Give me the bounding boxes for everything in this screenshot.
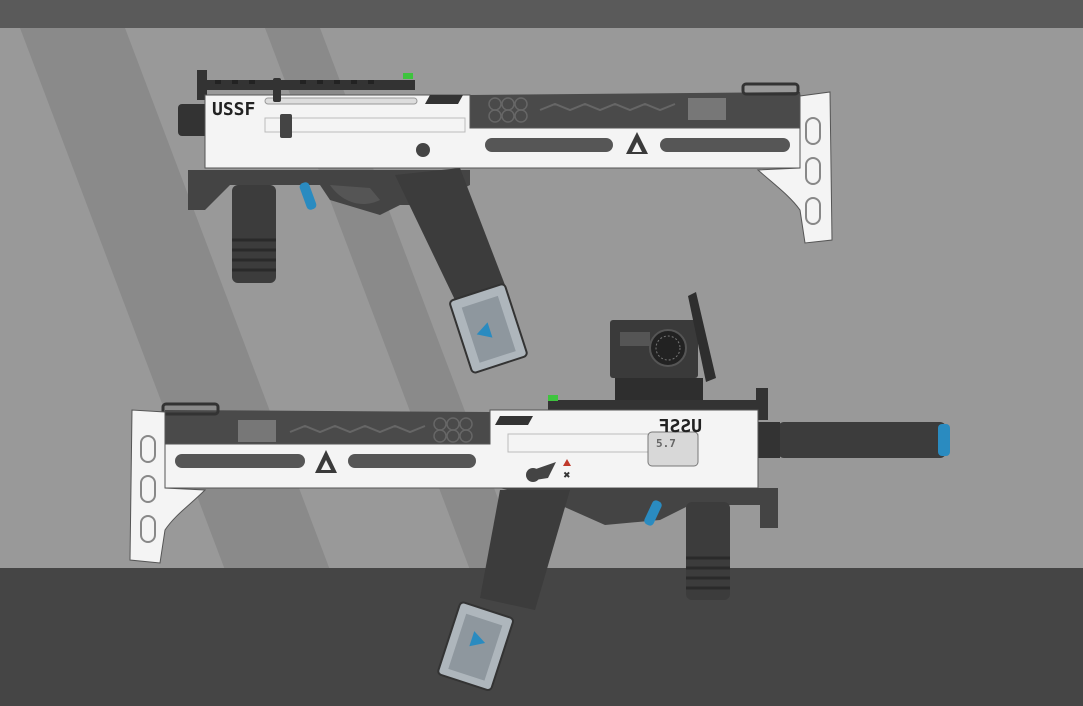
pistol-grip (395, 168, 505, 300)
pin (416, 143, 430, 157)
charging-handle (273, 78, 281, 102)
magazine-top (449, 283, 528, 374)
slot-1 (485, 138, 613, 152)
magazine-bottom (437, 601, 514, 692)
stamp-top: USSF (212, 99, 255, 120)
rear-sight (741, 82, 800, 96)
fire-indicator (563, 459, 571, 466)
muzzle (178, 104, 208, 136)
vertical-grip (232, 185, 276, 283)
front-sight-post-bottom (756, 388, 768, 420)
trigger-guard (330, 185, 380, 205)
stamp-bottom: USSF (659, 416, 702, 437)
ammo-plate (647, 431, 699, 467)
hazard-stripes-bottom (495, 416, 533, 425)
suppressor-cap (938, 424, 950, 456)
weapon-top: USSF (178, 70, 833, 374)
stock (756, 91, 833, 244)
floor (0, 568, 1083, 706)
weapon-bottom: 5.7 USSF ✖ (129, 292, 950, 692)
suppressor (778, 422, 946, 458)
ejection-port (688, 98, 726, 120)
ammo-marking: 5.7 (656, 437, 676, 450)
front-sight-green-bottom (548, 395, 558, 401)
top-rail-bottom (548, 400, 758, 412)
vertical-grip-bottom (686, 502, 730, 600)
lower-frame-bottom (500, 488, 778, 528)
red-dot-optic (610, 292, 716, 408)
stock-bottom (129, 409, 207, 564)
mag-release-blue-bottom (644, 500, 662, 526)
pistol-grip-bottom (480, 490, 570, 610)
slot-2 (660, 138, 790, 152)
svg-text:✖: ✖ (563, 471, 571, 481)
hazard-stripes (425, 95, 463, 104)
bolt-release (280, 114, 292, 138)
top-rail (205, 80, 415, 90)
top-band (0, 0, 1083, 28)
front-sight-green (403, 73, 413, 79)
mag-release-blue (299, 182, 317, 210)
front-sight-post (197, 70, 207, 100)
